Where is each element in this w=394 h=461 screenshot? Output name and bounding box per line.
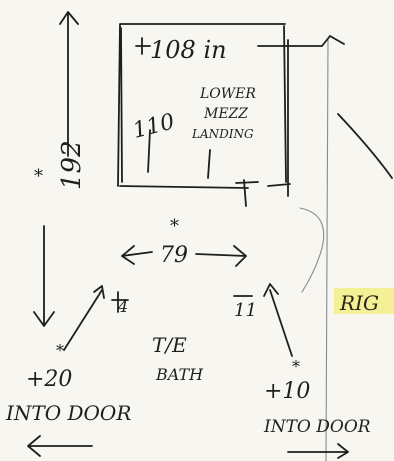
right-into-door-text: INTO DOOR: [263, 417, 371, 437]
height-arrow-bottom: [33, 225, 55, 327]
right-faint-curve: [299, 207, 325, 293]
center-label-line1: T/E: [152, 333, 187, 357]
right-into-door-value: +10: [264, 379, 310, 404]
right-star: *: [292, 357, 300, 376]
height-star: *: [34, 166, 43, 187]
room-width-arrow-right: [257, 35, 345, 47]
left-door-arrow: [63, 285, 105, 351]
edge-label: RIG: [339, 291, 379, 315]
right-door-direction-arrow: [287, 443, 349, 459]
height-arrow-top: [59, 11, 79, 157]
gap-label: 79: [160, 243, 188, 268]
room-inner-marks: [147, 129, 211, 179]
height-label: 192: [57, 140, 87, 190]
right-door-arrow: [263, 283, 293, 357]
room-outline: [117, 23, 291, 207]
gap-arrow-right: [195, 245, 247, 267]
right-offset-label: 11: [234, 300, 257, 321]
paper-fold-line: [325, 39, 329, 461]
left-offset-tick: [111, 291, 129, 313]
right-curve: [337, 113, 393, 179]
room-label-line1: LOWER: [199, 86, 256, 102]
room-width-label: 108 in: [150, 36, 227, 64]
left-into-door-text: INTO DOOR: [5, 401, 131, 425]
edge-highlight: [334, 288, 394, 314]
left-star: *: [56, 341, 64, 360]
room-door-mark: [235, 181, 259, 184]
left-into-door-value: +20: [26, 367, 72, 392]
left-door-direction-arrow: [27, 435, 93, 457]
room-width-tick-left: [135, 37, 151, 55]
left-offset-label: 4: [117, 297, 128, 316]
room-label-line3: LANDING: [191, 127, 254, 141]
gap-arrow-left: [121, 245, 153, 265]
center-label-line2: BATH: [155, 365, 204, 384]
room-label-line2: MEZZ: [203, 106, 248, 122]
gap-star: *: [170, 216, 179, 237]
room-depth-label: 110: [130, 109, 177, 143]
